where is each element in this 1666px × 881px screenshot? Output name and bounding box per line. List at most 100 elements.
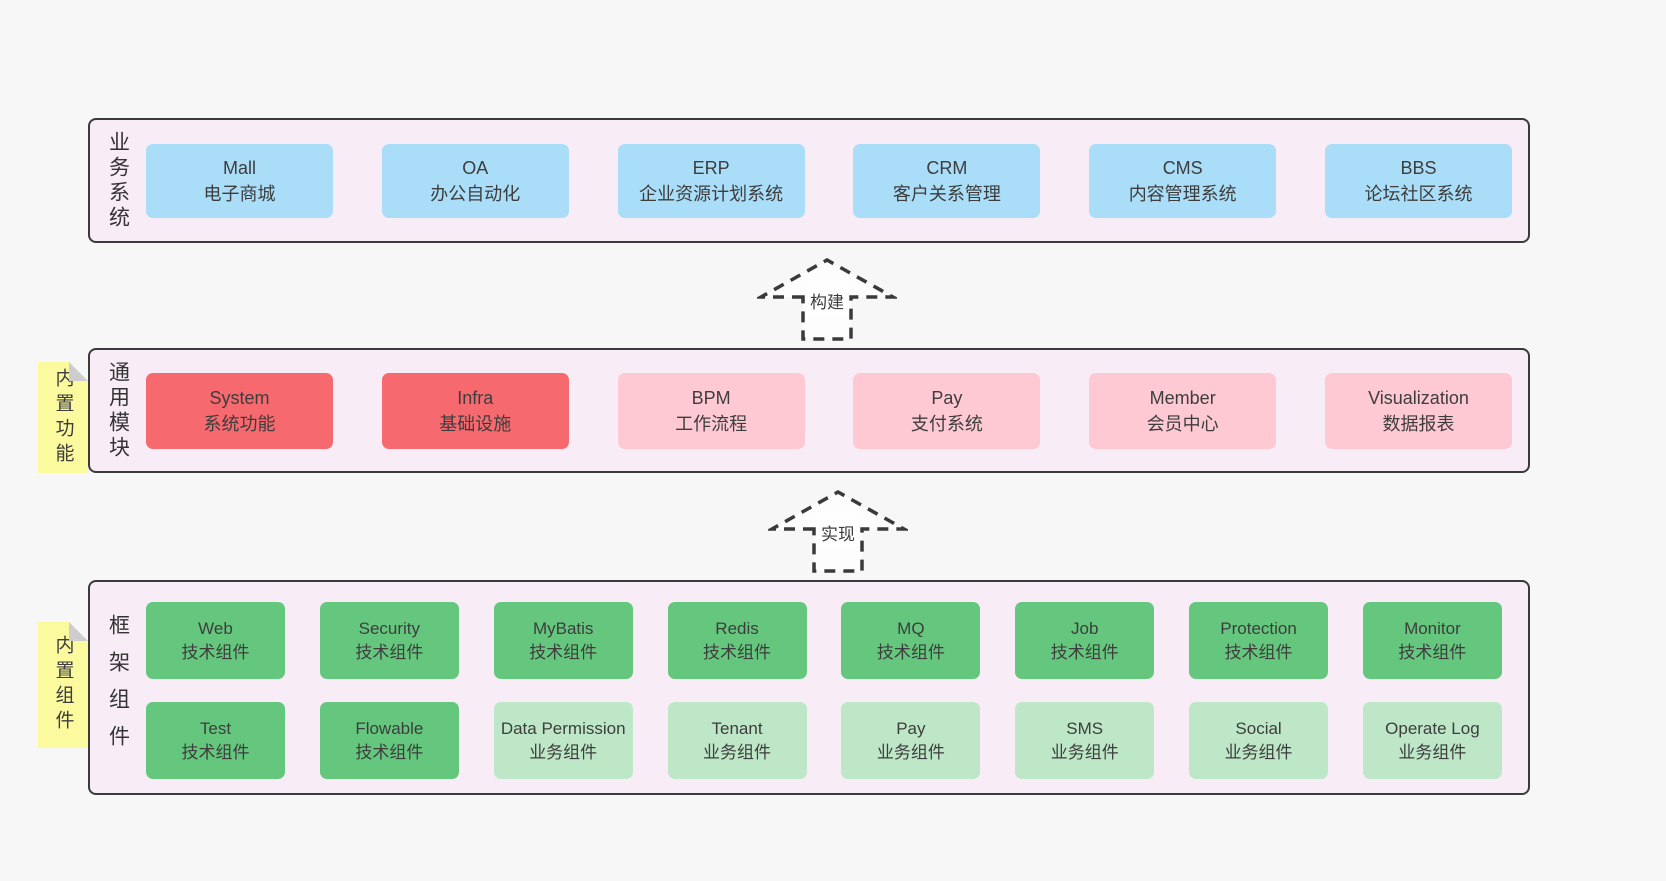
box-subtitle: 办公自动化 xyxy=(430,183,521,204)
common-modules-row: System 系统功能 Infra 基础设施 BPM 工作流程 Pay 支付系统… xyxy=(146,350,1512,471)
box-protection-component: Protection 技术组件 xyxy=(1189,602,1329,679)
box-title: BPM xyxy=(691,387,731,408)
box-title: Tenant xyxy=(711,718,763,738)
box-subtitle: 技术组件 xyxy=(1398,642,1467,662)
box-title: MyBatis xyxy=(532,618,594,638)
box-title: Redis xyxy=(715,618,759,638)
box-title: Data Permission xyxy=(500,718,626,738)
box-test-component: Test 技术组件 xyxy=(146,702,285,779)
box-subtitle: 业务组件 xyxy=(529,742,598,762)
box-security-component: Security 技术组件 xyxy=(319,602,459,679)
box-subtitle: 电子商城 xyxy=(203,183,276,204)
box-visualization-module: Visualization 数据报表 xyxy=(1324,372,1512,449)
box-subtitle: 技术组件 xyxy=(181,642,250,662)
implement-arrow: 实现 xyxy=(768,487,908,575)
box-title: Member xyxy=(1149,387,1216,408)
box-subtitle: 技术组件 xyxy=(355,642,424,662)
box-subtitle: 会员中心 xyxy=(1146,413,1219,434)
box-title: BBS xyxy=(1400,157,1437,178)
box-title: Social xyxy=(1235,718,1282,738)
box-subtitle: 技术组件 xyxy=(703,642,772,662)
box-title: Infra xyxy=(457,387,494,408)
box-subtitle: 工作流程 xyxy=(675,413,748,434)
box-subtitle: 支付系统 xyxy=(910,413,983,434)
box-subtitle: 业务组件 xyxy=(1050,742,1119,762)
box-title: Pay xyxy=(896,718,926,738)
box-subtitle: 技术组件 xyxy=(181,742,250,762)
box-title: Visualization xyxy=(1368,387,1469,408)
box-subtitle: 业务组件 xyxy=(1398,742,1467,762)
layer-business-systems: 业务系统 Mall 电子商城 OA 办公自动化 ERP 企业资源计划系统 CRM… xyxy=(88,118,1530,243)
layer-common-modules: 通用模块 System 系统功能 Infra 基础设施 BPM 工作流程 Pay… xyxy=(88,348,1530,473)
box-member-module: Member 会员中心 xyxy=(1089,372,1277,449)
box-data-permission-component: Data Permission 业务组件 xyxy=(493,702,633,779)
box-title: Pay xyxy=(931,387,963,408)
box-subtitle: 基础设施 xyxy=(439,413,512,434)
implement-arrow-label: 实现 xyxy=(816,519,860,546)
box-redis-component: Redis 技术组件 xyxy=(667,602,807,679)
box-subtitle: 技术组件 xyxy=(529,642,598,662)
box-pay-module: Pay 支付系统 xyxy=(853,372,1041,449)
box-title: Job xyxy=(1071,618,1099,638)
box-subtitle: 业务组件 xyxy=(876,742,945,762)
box-system-module: System 系统功能 xyxy=(146,372,333,449)
box-title: Test xyxy=(199,718,232,738)
box-subtitle: 技术组件 xyxy=(1050,642,1119,662)
box-social-component: Social 业务组件 xyxy=(1189,702,1329,779)
box-subtitle: 技术组件 xyxy=(1224,642,1293,662)
note-fold-corner xyxy=(69,362,88,381)
box-title: Mall xyxy=(222,157,256,178)
box-crm: CRM 客户关系管理 xyxy=(853,143,1041,218)
box-title: Operate Log xyxy=(1385,718,1480,738)
box-subtitle: 技术组件 xyxy=(876,642,945,662)
box-oa: OA 办公自动化 xyxy=(381,143,569,218)
layer-framework-components: 框架组件 Web 技术组件 Security 技术组件 MyBatis 技术组件… xyxy=(88,580,1530,795)
built-in-features-note: 内置功能 xyxy=(38,362,88,473)
box-subtitle: 系统功能 xyxy=(203,413,276,434)
box-title: CMS xyxy=(1162,157,1203,178)
note-fold-corner xyxy=(69,622,88,641)
box-subtitle: 数据报表 xyxy=(1382,413,1455,434)
box-title: System xyxy=(209,387,270,408)
box-title: Monitor xyxy=(1404,618,1461,638)
box-cms: CMS 内容管理系统 xyxy=(1089,143,1277,218)
framework-components-row-2: Test 技术组件 Flowable 技术组件 Data Permission … xyxy=(146,702,1502,779)
business-systems-side-label: 业务系统 xyxy=(106,130,130,231)
business-systems-row: Mall 电子商城 OA 办公自动化 ERP 企业资源计划系统 CRM 客户关系… xyxy=(146,120,1512,241)
box-subtitle: 论坛社区系统 xyxy=(1364,183,1473,204)
box-infra-module: Infra 基础设施 xyxy=(381,372,569,449)
box-web-component: Web 技术组件 xyxy=(146,602,285,679)
box-mybatis-component: MyBatis 技术组件 xyxy=(493,602,633,679)
box-mq-component: MQ 技术组件 xyxy=(841,602,981,679)
box-subtitle: 内容管理系统 xyxy=(1128,183,1237,204)
box-monitor-component: Monitor 技术组件 xyxy=(1362,602,1502,679)
framework-components-side-label: 框架组件 xyxy=(106,613,130,762)
box-mall: Mall 电子商城 xyxy=(146,143,333,218)
box-operate-log-component: Operate Log 业务组件 xyxy=(1362,702,1502,779)
box-subtitle: 业务组件 xyxy=(703,742,772,762)
box-subtitle: 客户关系管理 xyxy=(892,183,1001,204)
box-title: SMS xyxy=(1066,718,1104,738)
box-title: CRM xyxy=(926,157,968,178)
box-job-component: Job 技术组件 xyxy=(1015,602,1155,679)
box-bbs: BBS 论坛社区系统 xyxy=(1324,143,1512,218)
box-title: MQ xyxy=(897,618,925,638)
box-tenant-component: Tenant 业务组件 xyxy=(667,702,807,779)
build-arrow: 构建 xyxy=(757,255,897,343)
box-title: Flowable xyxy=(355,718,424,738)
box-title: OA xyxy=(462,157,489,178)
box-bpm-module: BPM 工作流程 xyxy=(617,372,805,449)
box-subtitle: 企业资源计划系统 xyxy=(639,183,784,204)
framework-components-row-1: Web 技术组件 Security 技术组件 MyBatis 技术组件 Redi… xyxy=(146,602,1502,679)
common-modules-side-label: 通用模块 xyxy=(106,360,130,461)
box-title: Security xyxy=(358,618,421,638)
built-in-components-note: 内置组件 xyxy=(38,622,88,748)
box-title: Web xyxy=(198,618,233,638)
box-title: Protection xyxy=(1220,618,1297,638)
box-flowable-component: Flowable 技术组件 xyxy=(319,702,459,779)
box-erp: ERP 企业资源计划系统 xyxy=(617,143,805,218)
box-sms-component: SMS 业务组件 xyxy=(1015,702,1155,779)
box-title: ERP xyxy=(692,157,730,178)
box-subtitle: 业务组件 xyxy=(1224,742,1293,762)
